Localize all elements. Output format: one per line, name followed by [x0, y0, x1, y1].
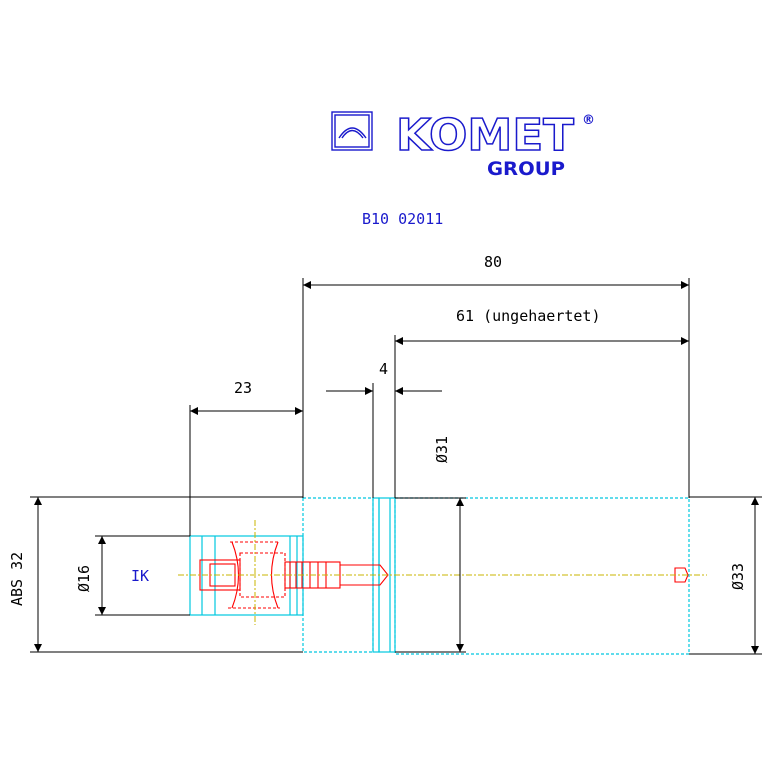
dimensions — [30, 278, 762, 655]
label-internal-coolant: IK — [131, 567, 149, 585]
dim-groove-diameter: Ø31 — [433, 436, 451, 463]
part-number: B10 02011 — [362, 210, 443, 228]
dim-unhardened-length: 61 (ungehaertet) — [456, 307, 601, 325]
dim-adapter-length: 23 — [234, 379, 252, 397]
dim-adapter-diameter: Ø16 — [75, 565, 93, 592]
komet-brand-text: KOMET — [396, 110, 574, 161]
komet-logo: KOMET ® GROUP — [331, 109, 595, 180]
dim-groove-width: 4 — [379, 360, 388, 378]
dim-abs-size: ABS 32 — [8, 552, 26, 606]
komet-group-text: GROUP — [487, 158, 565, 180]
komet-emblem-icon — [331, 111, 373, 151]
dim-body-diameter: Ø33 — [729, 563, 747, 590]
tool-body — [189, 497, 690, 655]
dim-overall-length: 80 — [484, 253, 502, 271]
registered-mark: ® — [582, 113, 595, 128]
